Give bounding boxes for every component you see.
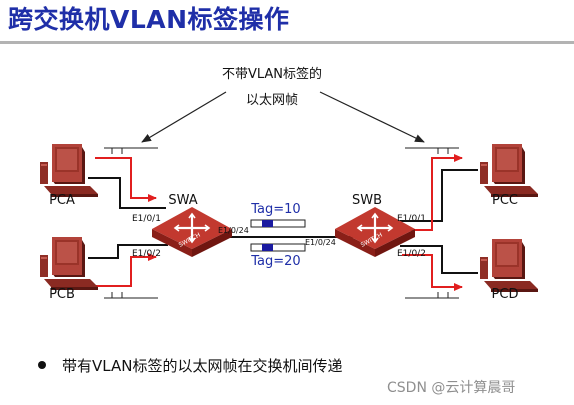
bullet-text: 带有VLAN标签的以太网帧在交换机间传递 [62, 357, 343, 375]
link-pca-swa [88, 177, 166, 209]
bullet-marker [38, 360, 46, 369]
pc-icon-pcb [40, 237, 98, 290]
frame-arrow-pcb [96, 253, 157, 287]
frame-bracket-bottom-right [405, 292, 459, 299]
frame-arrow-pcc [402, 154, 463, 231]
annotation-arrow-right [319, 91, 425, 143]
link-swb-pcc [400, 169, 478, 222]
tag-label-10: Tag=10 [250, 202, 300, 217]
port-label-swb-e1-0-1: E1/0/1 [397, 214, 426, 224]
pc-icon-pcc [480, 144, 538, 197]
frame-bracket-top-left [104, 147, 158, 154]
host-label-pca: PCA [49, 193, 75, 208]
port-label-swb-e1-0-2: E1/0/2 [397, 249, 426, 259]
annotation-arrow-left [141, 91, 227, 143]
port-label-swb-e1-0-24: E1/0/24 [305, 238, 336, 247]
tagged-frame-20 [250, 243, 306, 252]
port-label-swa-e1-0-1: E1/0/1 [132, 214, 161, 224]
link-swb-pcd [400, 245, 478, 274]
frame-bracket-bottom-left [104, 292, 158, 299]
tagged-frame-10 [250, 219, 306, 228]
tag-label-20: Tag=20 [250, 254, 300, 269]
port-label-swa-e1-0-24: E1/0/24 [218, 226, 249, 235]
bullet-item: 带有VLAN标签的以太网帧在交换机间传递 [38, 355, 342, 377]
frame-arrow-pcd [402, 254, 463, 291]
host-label-pcd: PCD [492, 287, 519, 302]
pc-icon-pcd [480, 239, 538, 292]
pc-icon-pca [40, 144, 98, 197]
switch-label-swb: SWB [352, 193, 382, 208]
link-pcb-swa [88, 244, 168, 259]
switch-label-swa: SWA [168, 193, 197, 208]
annotation-line-2: 以太网帧 [246, 93, 298, 108]
page-title: 跨交换机VLAN标签操作 [8, 5, 290, 34]
frame-arrow-pca [95, 157, 157, 202]
title-divider [0, 41, 574, 44]
frame-bracket-top-right [405, 147, 459, 154]
annotation-line-1: 不带VLAN标签的 [222, 66, 322, 82]
watermark: CSDN @云计算晨哥 [387, 380, 516, 396]
port-label-swa-e1-0-2: E1/0/2 [132, 249, 161, 259]
host-label-pcc: PCC [492, 193, 518, 208]
host-label-pcb: PCB [49, 287, 75, 302]
